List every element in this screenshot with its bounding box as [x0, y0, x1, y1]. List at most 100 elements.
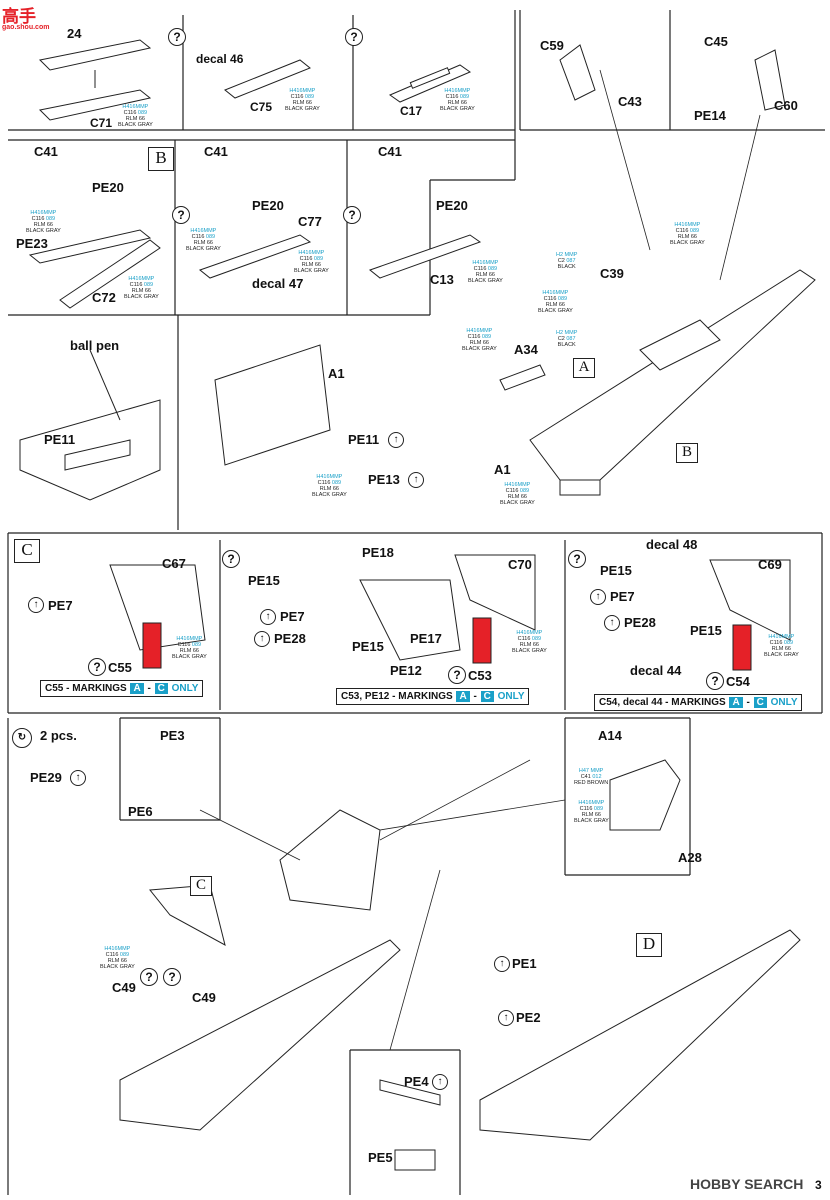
part-label-pe20: PE20	[252, 198, 284, 213]
flip-icon: ↑	[494, 956, 510, 972]
part-label-pe3: PE3	[160, 728, 185, 743]
part-label-pe18: PE18	[362, 545, 394, 560]
part-label-pe20: PE20	[436, 198, 468, 213]
part-label-decal47: decal 47	[252, 276, 304, 291]
question-icon: ?	[168, 28, 186, 46]
leader-lines	[199, 69, 761, 1051]
part-label-pe11: PE11	[44, 432, 76, 447]
part-label-pe7: PE7	[280, 609, 305, 624]
step-box-a: A	[573, 358, 595, 378]
part-label-a1: A1	[328, 366, 345, 381]
question-icon: ?	[88, 658, 106, 676]
part-label-decal46: decal 46	[196, 52, 244, 66]
panel-dividers	[7, 10, 825, 1195]
part-label-pe14: PE14	[694, 108, 726, 123]
part-label-pe29: PE29	[30, 770, 62, 785]
flip-icon: ↑	[254, 631, 270, 647]
markings-note: C55 - MARKINGS A - C ONLY	[40, 680, 204, 697]
flip-icon: ↑	[70, 770, 86, 786]
step-box-b: B	[676, 443, 698, 463]
part-label-c41: C41	[34, 144, 58, 159]
part-label-a28: A28	[678, 850, 702, 865]
part-label-a1: A1	[494, 462, 511, 477]
tool-label-ballpen: ball pen	[70, 338, 120, 353]
part-label-c67: C67	[162, 556, 186, 571]
flip-icon: ↑	[408, 472, 424, 488]
part-label-pe6: PE6	[128, 804, 153, 819]
question-icon: ?	[345, 28, 363, 46]
part-drawings	[19, 39, 816, 1171]
part-label-c41: C41	[378, 144, 402, 159]
part-label-pe20: PE20	[92, 180, 124, 195]
quantity-label: 2 pcs.	[40, 728, 77, 743]
part-label-pe11: PE11	[348, 432, 380, 447]
part-label-decal48: decal 48	[646, 537, 698, 552]
question-icon: ?	[222, 550, 240, 568]
part-label-pe7: PE7	[610, 589, 635, 604]
part-label-c43: C43	[618, 94, 642, 109]
part-label-c75: C75	[250, 100, 273, 114]
question-icon: ?	[448, 666, 466, 684]
part-label-pe1: PE1	[512, 956, 537, 971]
part-label-c59: C59	[540, 38, 564, 53]
part-label-c77: C77	[298, 214, 322, 229]
part-label-pe5: PE5	[368, 1150, 393, 1165]
part-label-pe28: PE28	[274, 631, 306, 646]
part-label-c49: C49	[192, 990, 216, 1005]
question-icon: ?	[706, 672, 724, 690]
flip-icon: ↑	[604, 615, 620, 631]
question-icon: ?	[172, 206, 190, 224]
part-label-c72: C72	[92, 290, 116, 305]
part-label-c45: C45	[704, 34, 728, 49]
part-label-pe23: PE23	[16, 236, 48, 251]
question-icon: ?	[568, 550, 586, 568]
part-label-c55: C55	[108, 660, 132, 675]
part-label-c60: C60	[774, 98, 798, 113]
rotate-icon: ↻	[12, 728, 32, 748]
watermark-top-sub: gao.shou.com	[2, 24, 50, 31]
markings-note: C53, PE12 - MARKINGS A - C ONLY	[336, 688, 530, 705]
part-label-pe15: PE15	[600, 563, 632, 578]
part-label-pe17: PE17	[410, 631, 442, 646]
part-label-c53: C53	[468, 668, 492, 683]
page-number-bottom: 3	[815, 1178, 822, 1192]
part-label-c41: C41	[204, 144, 228, 159]
part-label-pe15: PE15	[690, 623, 722, 638]
flip-icon: ↑	[260, 609, 276, 625]
step-box-c: C	[190, 876, 212, 896]
part-label-pe13: PE13	[368, 472, 400, 487]
flip-icon: ↑	[498, 1010, 514, 1026]
step-box-c: C	[14, 539, 40, 563]
part-label-c17: C17	[400, 104, 423, 118]
flip-icon: ↑	[388, 432, 404, 448]
part-label-pe2: PE2	[516, 1010, 541, 1025]
part-label-c69: C69	[758, 557, 782, 572]
question-icon: ?	[343, 206, 361, 224]
flip-icon: ↑	[28, 597, 44, 613]
part-label-pe4: PE4	[404, 1074, 429, 1089]
part-label-pe15: PE15	[248, 573, 280, 588]
question-icon: ?	[163, 968, 181, 986]
part-label-c71: C71	[90, 116, 113, 130]
markings-note: C54, decal 44 - MARKINGS A - C ONLY	[594, 694, 803, 711]
